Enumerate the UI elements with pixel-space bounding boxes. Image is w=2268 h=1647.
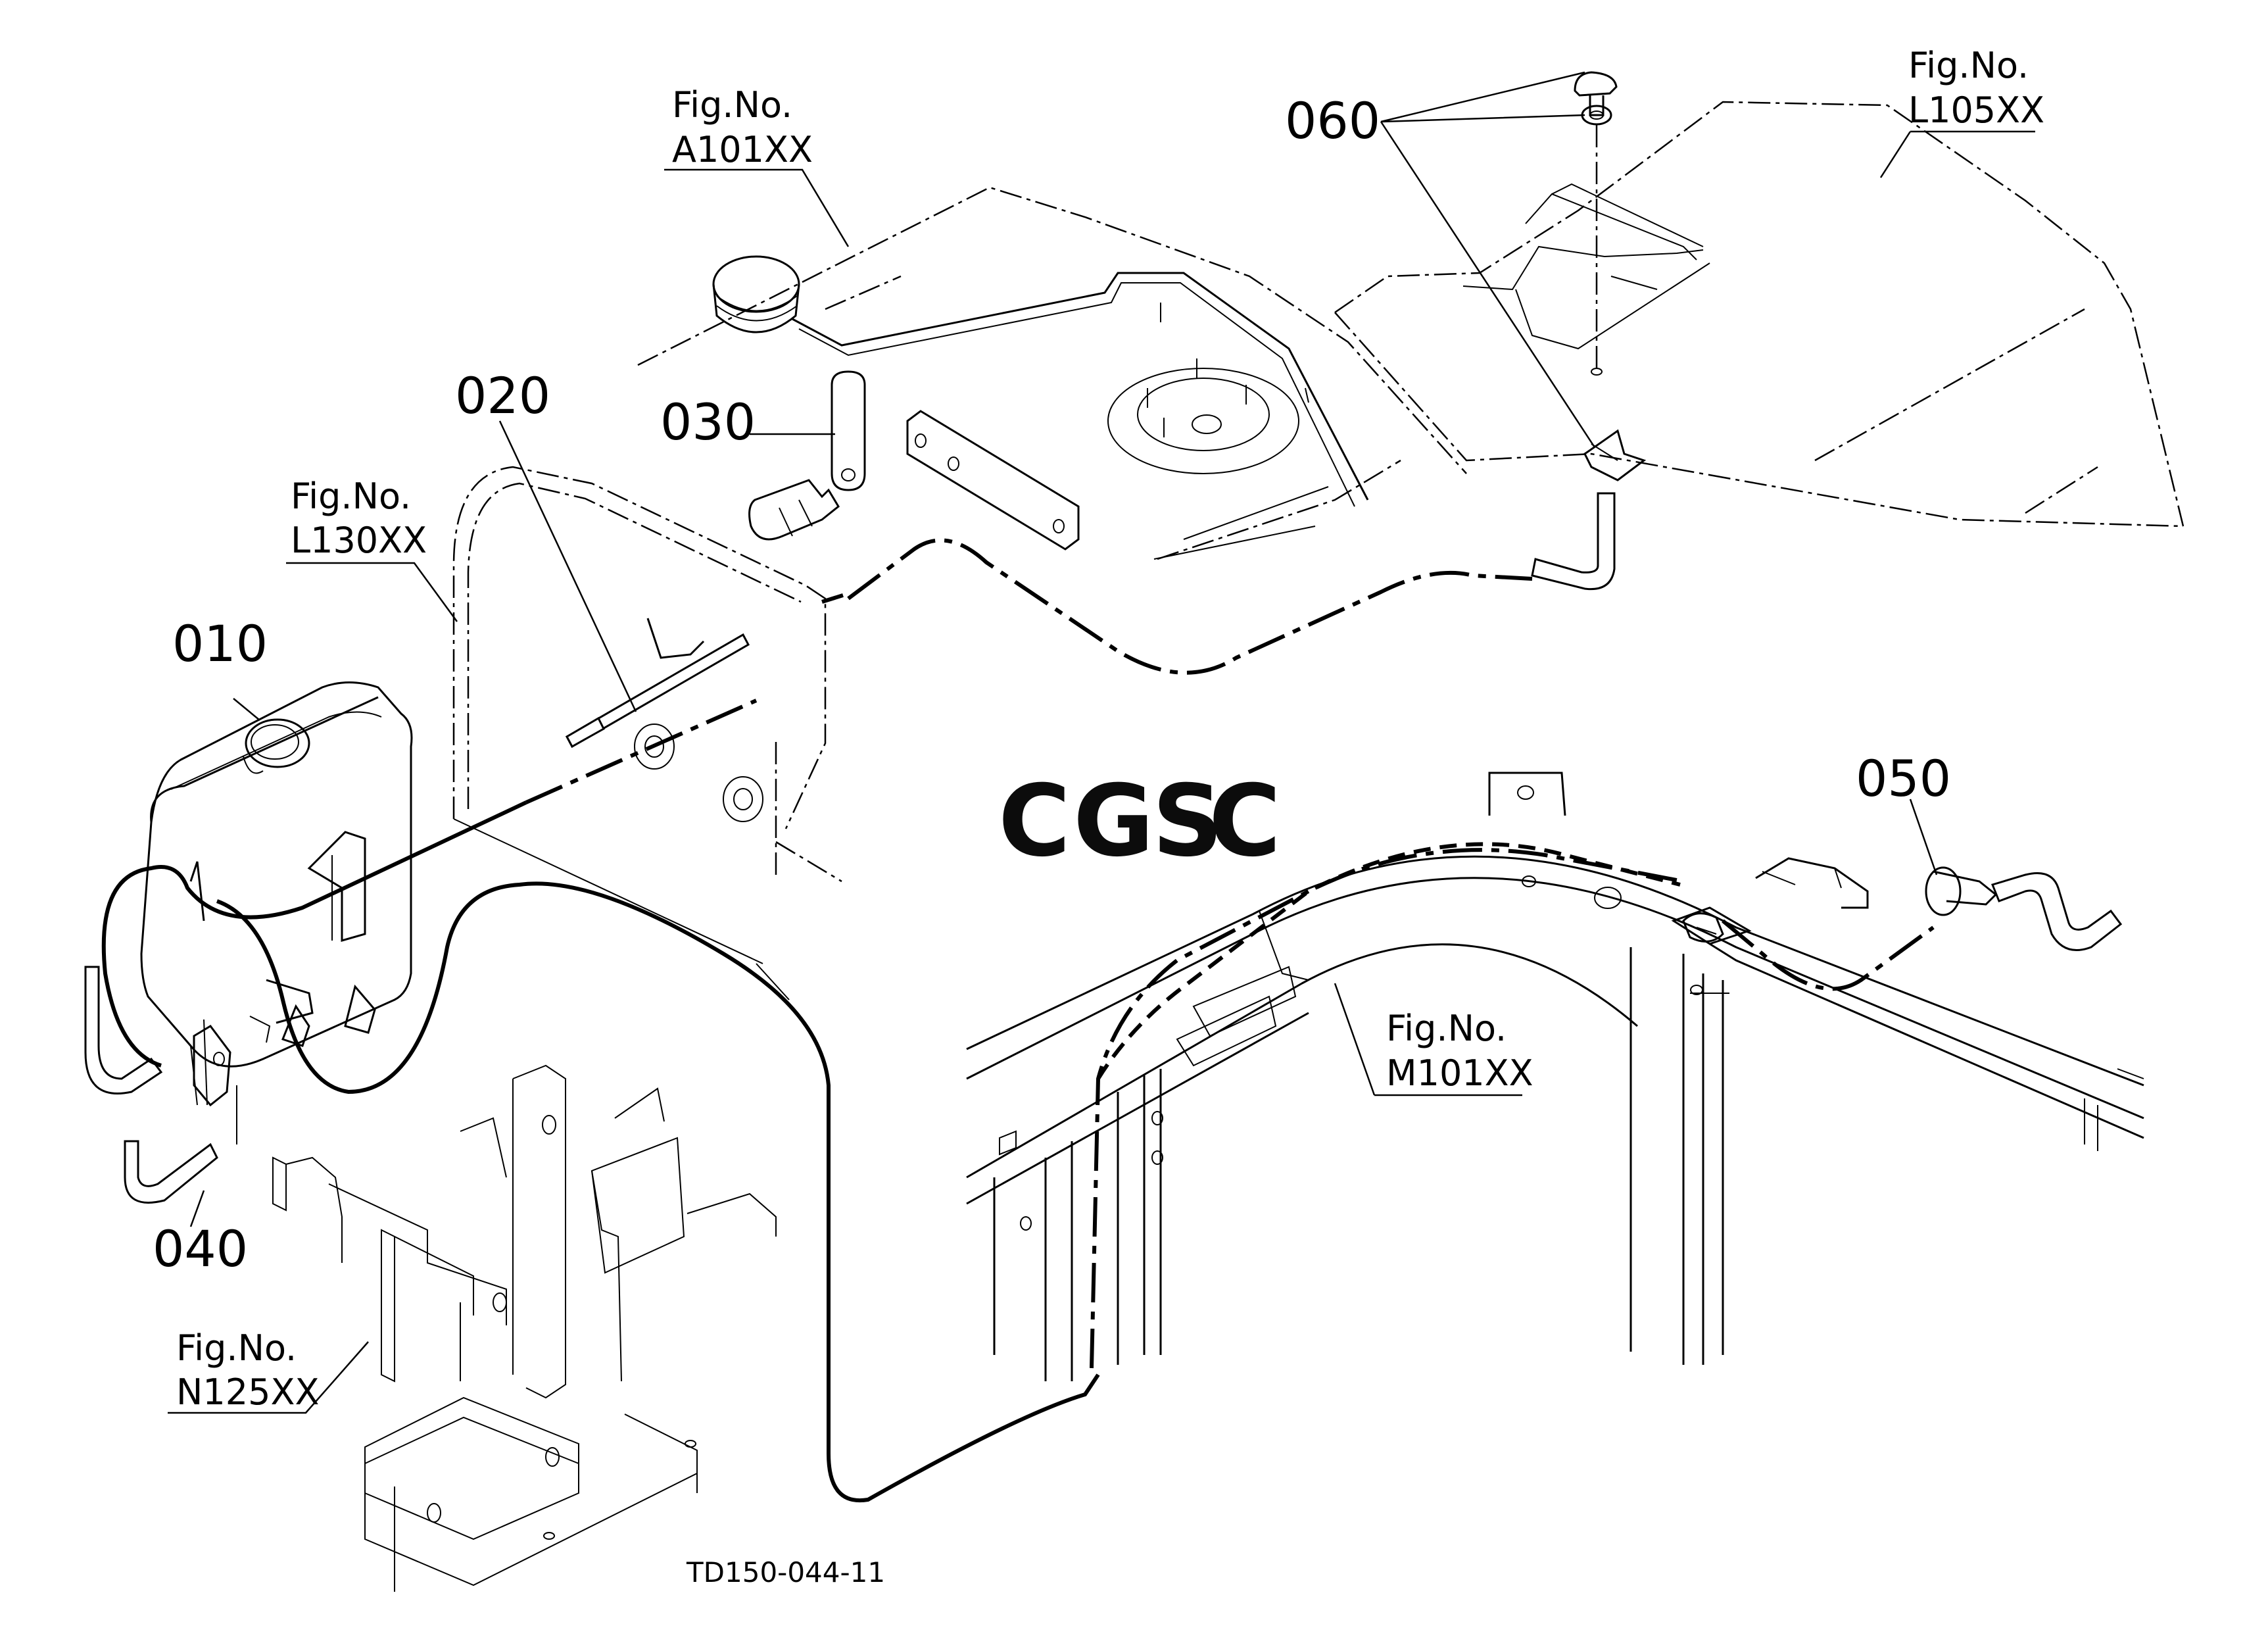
fig-ref-a101-line1: Fig.No. [672,84,792,126]
watermark-letter-1: C [998,764,1071,879]
watermark-letter-3: S [1152,764,1223,879]
part-label-010: 010 [172,614,268,673]
hose-020 [565,633,750,749]
nozzle-060 [1574,71,1618,376]
watermark-letter-2: G [1073,764,1154,879]
filler-neck [712,255,1369,507]
part-label-030: 030 [660,393,756,451]
check-valve [1682,912,1724,943]
hose-040 [84,966,218,1204]
fig-ref-a101-line2: A101XX [672,129,813,170]
fig-ref-m101-line2: M101XX [1386,1052,1533,1094]
part-labels: 010 020 030 040 050 060 [153,91,1951,1278]
fig-ref-m101-line1: Fig.No. [1386,1008,1507,1049]
fig-ref-n125-line1: Fig.No. [176,1327,297,1369]
fuel-tank-phantom [637,186,1467,883]
watermark: C G S C [998,764,1281,879]
nozzle-hose [1531,429,1647,591]
tank-bracket-phantom [452,466,827,1000]
washer-tank [140,681,413,1106]
fig-ref-l130-line2: L130XX [291,520,427,561]
clamp-050 [1925,866,2123,951]
figure-reference-labels: Fig.No. A101XX Fig.No. L105XX Fig.No. L1… [176,45,2044,1413]
clip-030 [748,370,1080,551]
part-label-050: 050 [1856,749,1951,808]
fig-ref-l130-line1: Fig.No. [291,476,411,517]
fuel-sender-mount [1107,303,1329,560]
fig-ref-l105-line1: Fig.No. [1908,45,2029,86]
fender-phantom [1334,101,2184,528]
fig-ref-l105-line2: L105XX [1908,89,2044,131]
part-label-040: 040 [153,1219,248,1278]
drawing-id: TD150-044-11 [686,1556,885,1588]
fig-ref-n125-line2: N125XX [176,1371,319,1413]
tank-bracket-mount [193,1019,237,1144]
part-label-020: 020 [455,366,550,425]
cab-frame [966,772,2144,1381]
leader-lines [168,71,2035,1414]
front-bracket [272,1064,777,1592]
part-label-060: 060 [1285,91,1380,150]
watermark-letter-4: C [1209,764,1281,879]
hose-route [101,538,1935,1503]
